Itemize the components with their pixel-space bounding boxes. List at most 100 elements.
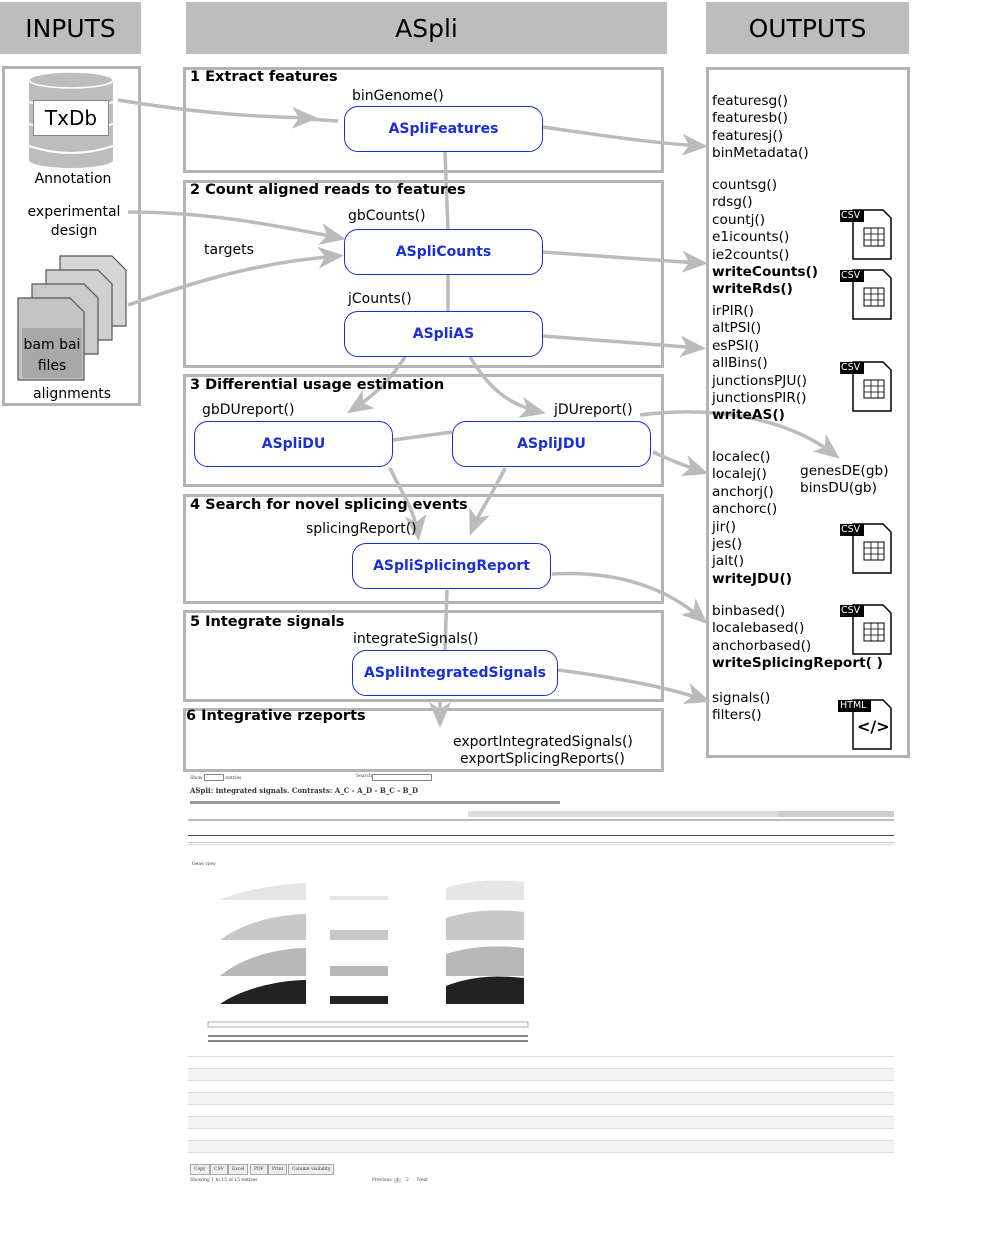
print-button[interactable]: Print <box>268 1164 288 1175</box>
csv-label: CSV <box>841 210 861 221</box>
output-item: countsg() <box>712 177 778 193</box>
arrow-jdu-to-report <box>469 467 507 536</box>
gbcounts-function: gbCounts() <box>348 208 426 224</box>
aspli-integrated-signals-node[interactable]: ASpliIntegratedSignals <box>352 650 558 696</box>
output-item: irPIR() <box>712 303 754 319</box>
table-header <box>188 811 894 836</box>
pager-page-2[interactable]: 2 <box>406 1178 409 1183</box>
table-row[interactable] <box>188 844 894 857</box>
pager-previous[interactable]: Previous <box>372 1178 392 1183</box>
output-item: jes() <box>712 536 743 553</box>
table-row[interactable] <box>188 1128 894 1141</box>
pdf-button[interactable]: PDF <box>250 1164 268 1175</box>
output-item: featuresj() <box>712 127 784 144</box>
section-2-frame <box>183 180 664 368</box>
table-row[interactable] <box>188 1092 894 1105</box>
arrow-features-to-counts <box>443 151 450 231</box>
table-row[interactable] <box>188 1104 894 1117</box>
arrow-integrated-to-outputs <box>557 668 711 704</box>
excel-button[interactable]: Excel <box>228 1164 249 1175</box>
output-item: anchorbased() <box>712 637 812 654</box>
csv-file-icon: CSV <box>840 208 892 260</box>
aspli-features-node[interactable]: ASpliFeatures <box>344 106 543 152</box>
column-visibility-button[interactable]: Column visibility <box>288 1164 335 1175</box>
table-row[interactable] <box>188 1068 894 1081</box>
output-item: binbased() <box>712 603 786 619</box>
outputs-group-4: localec() localej() anchorj() anchorc() … <box>712 449 792 588</box>
section-4-frame <box>183 494 664 604</box>
integratesignals-function: integrateSignals() <box>353 631 479 647</box>
section-1-title: 1 Extract features <box>190 69 338 85</box>
arrow-report-to-integrated <box>443 589 449 651</box>
output-item: junctionsPJU() <box>712 372 808 389</box>
aspli-splicing-report-node[interactable]: ASpliSplicingReport <box>352 543 551 589</box>
design-label: design <box>50 223 98 239</box>
output-item: allBins() <box>712 355 768 372</box>
bam-bai-label: bam bai <box>23 337 81 353</box>
section-1-frame <box>183 67 664 173</box>
export-splicing-reports-function: exportSplicingReports() <box>460 751 625 767</box>
arrow-jdu-to-outputs <box>652 450 709 477</box>
output-item: jir() <box>712 518 736 535</box>
output-item: anchorc() <box>712 501 778 518</box>
csv-button[interactable]: CSV <box>210 1164 228 1175</box>
section-5-frame <box>183 610 664 702</box>
arrow-du-to-report <box>388 467 427 541</box>
aspli-counts-node[interactable]: ASpliCounts <box>344 229 543 275</box>
annotation-label: Annotation <box>34 171 112 187</box>
output-item: junctionsPIR() <box>712 390 807 407</box>
coverage-tracks <box>207 880 529 1042</box>
pager-page-1[interactable]: 1 <box>394 1178 401 1183</box>
inputs-frame <box>2 66 141 406</box>
gbdureport-function: gbDUreport() <box>202 402 295 418</box>
table-filter-row <box>188 836 894 843</box>
section-3-frame <box>183 374 664 487</box>
output-item: writeSplicingReport( ) <box>712 655 883 672</box>
outputs-group-2: countsg() rdsg() countj() e1icounts() ie… <box>712 177 818 299</box>
table-row[interactable] <box>188 1116 894 1129</box>
copy-button[interactable]: Copy <box>190 1164 210 1175</box>
search-label: Search: <box>356 774 374 779</box>
table-row[interactable] <box>188 1056 894 1069</box>
output-item: featuresg() <box>712 93 788 109</box>
table-row[interactable] <box>188 1080 894 1093</box>
arrow-bam-to-counts <box>127 246 344 307</box>
output-item: altPSI() <box>712 320 762 337</box>
outputs-group-3: irPIR() altPSI() esPSI() allBins() junct… <box>712 303 807 425</box>
aspli-jdu-node[interactable]: ASpliJDU <box>452 421 651 467</box>
output-item: anchorj() <box>712 483 774 500</box>
section-6-frame <box>183 708 664 772</box>
search-input[interactable] <box>372 774 432 781</box>
csv-file-icon: CSV <box>840 360 892 412</box>
code-icon: </> <box>857 717 890 736</box>
jcounts-function: jCounts() <box>348 291 412 307</box>
outputs-group-5: binbased() localebased() anchorbased() w… <box>712 603 883 673</box>
splicingreport-function: splicingReport() <box>306 521 417 537</box>
bam-files-icon <box>16 252 132 384</box>
export-integrated-signals-function: exportIntegratedSignals() <box>453 734 633 750</box>
table-row[interactable] <box>188 1152 894 1165</box>
filters-line <box>190 801 560 804</box>
output-item: rdsg() <box>712 194 753 211</box>
aspli-as-node[interactable]: ASpliAS <box>344 311 543 357</box>
output-item: binMetadata() <box>712 145 809 162</box>
csv-file-icon: CSV <box>840 603 892 655</box>
csv-label: CSV <box>841 524 861 535</box>
genes-de-outputs: genesDE(gb) binsDU(gb) <box>800 463 889 498</box>
output-item: writeAS() <box>712 407 785 424</box>
arrow-features-to-outputs <box>542 125 708 156</box>
output-item: jalt() <box>712 553 745 570</box>
section-2-title: 2 Count aligned reads to features <box>190 182 466 198</box>
arrow-as-to-du <box>346 356 407 414</box>
table-row[interactable] <box>188 1140 894 1153</box>
pager-next[interactable]: Next <box>417 1178 428 1183</box>
csv-label: CSV <box>841 605 861 616</box>
output-item: writeJDU() <box>712 570 792 587</box>
output-item: genesDE(gb) <box>800 463 889 479</box>
output-item: ie2counts() <box>712 246 790 263</box>
inputs-header: INPUTS <box>0 2 141 54</box>
outputs-group-6: signals() filters() <box>712 690 770 725</box>
aspli-du-node[interactable]: ASpliDU <box>194 421 393 467</box>
experimental-label: experimental <box>27 204 121 220</box>
jdureport-function: jDUreport() <box>554 402 633 418</box>
